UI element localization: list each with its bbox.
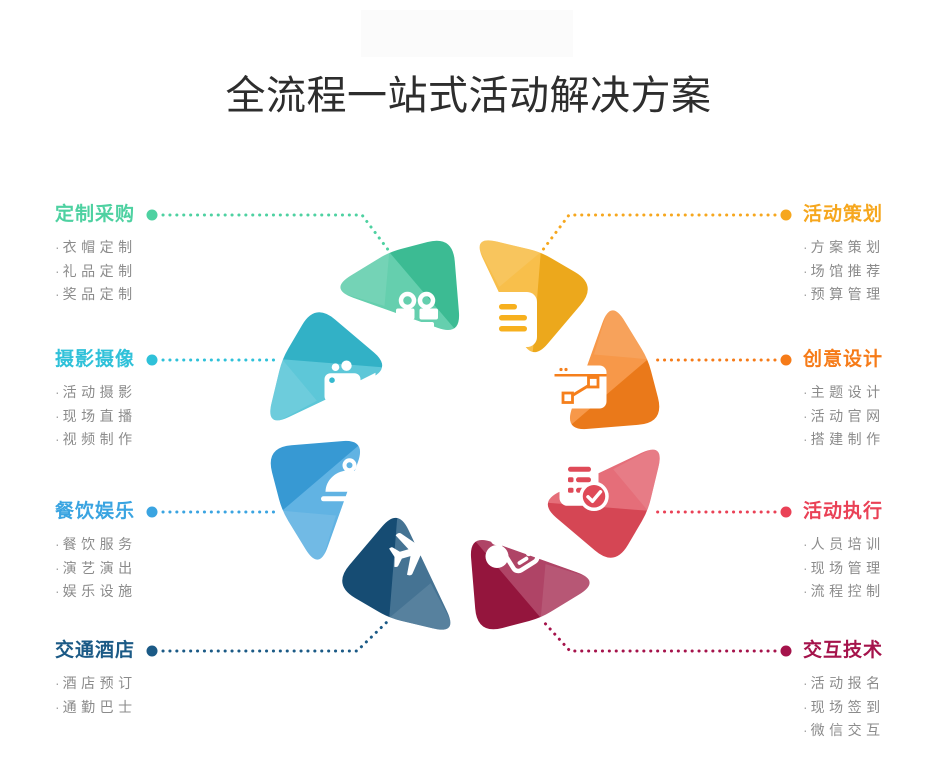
list-item: ·演艺演出 [55,559,137,576]
list-item: ·通勤巴士 [55,698,137,715]
bullet: · [55,559,60,576]
bullet: · [803,262,808,279]
bullet: · [55,286,60,302]
bullet: · [803,722,808,738]
category-catering-entertainment: 餐饮娱乐 ·餐饮服务 ·演艺演出 ·娱乐设施 [55,501,245,604]
list-item: ·方案策划 [803,239,885,255]
bullet: · [803,384,808,400]
connector-event-planning [540,213,777,253]
category-label: 活动执行 [803,501,884,522]
dot-transport-hotel [146,645,158,657]
list-item: ·场馆推荐 [803,262,885,279]
bullet: · [55,675,60,691]
list-item: ·活动官网 [803,407,885,424]
airplane-icon [389,532,444,576]
bullet: · [55,239,60,255]
food-cloche-icon [321,458,378,502]
dot-custom-procurement [146,209,158,221]
list-item: ·视频制作 [55,431,137,447]
dot-event-planning [780,209,792,221]
list-item: ·现场管理 [803,559,885,576]
document-icon [489,292,537,347]
dot-interactive-tech [780,645,792,657]
category-photography-video: 摄影摄像 ·活动摄影 ·现场直播 ·视频制作 [55,349,245,452]
list-item: ·娱乐设施 [55,583,137,599]
connector-interactive-tech [540,618,777,653]
list-item: ·流程控制 [803,583,885,599]
connector-custom-procurement [161,213,391,253]
category-label: 餐饮娱乐 [55,501,136,522]
bullet: · [55,262,60,279]
bullet: · [803,559,808,576]
bullet: · [55,384,60,400]
bullet: · [803,698,808,715]
connector-transport-hotel [161,618,391,653]
list-item: ·搭建制作 [803,431,885,447]
connector-lines [161,213,777,653]
list-item: ·人员培训 [803,536,885,552]
video-camera-icon [324,360,376,403]
list-item: ·现场签到 [803,698,885,715]
dot-catering [146,506,158,518]
bullet: · [803,536,808,552]
bullet: · [803,431,808,447]
dot-event-execution [780,506,792,518]
list-item: ·酒店预订 [55,675,137,691]
dot-creative-design [780,354,792,366]
list-item: ·预算管理 [803,286,885,302]
category-label: 摄影摄像 [55,349,136,370]
list-item: ·衣帽定制 [55,239,137,255]
category-interactive-tech: 交互技术 ·活动报名 ·现场签到 ·微信交互 [803,640,937,743]
category-event-planning: 活动策划 ·方案策划 ·场馆推荐 ·预算管理 [803,204,937,307]
checklist-icon [559,456,609,512]
list-item: ·现场直播 [55,407,137,424]
category-custom-procurement: 定制采购 ·衣帽定制 ·礼品定制 ·奖品定制 [55,204,245,307]
bullet: · [55,407,60,424]
list-item: ·奖品定制 [55,286,137,302]
list-item: ·活动报名 [803,675,885,691]
bullet: · [55,698,60,715]
top-watermark [361,10,573,57]
category-label: 定制采购 [55,204,136,225]
bullet: · [803,407,808,424]
bullet: · [803,286,808,302]
bullet: · [55,583,60,599]
category-event-execution: 活动执行 ·人员培训 ·现场管理 ·流程控制 [803,501,937,604]
category-label: 交互技术 [803,640,884,661]
list-item: ·餐饮服务 [55,536,137,552]
list-item: ·活动摄影 [55,384,137,400]
category-label: 活动策划 [803,204,884,225]
petal-gift [335,230,481,363]
bullet: · [55,536,60,552]
list-item: ·主题设计 [803,384,885,400]
list-item: ·礼品定制 [55,262,137,279]
category-creative-design: 创意设计 ·主题设计 ·活动官网 ·搭建制作 [803,349,937,452]
bullet: · [803,239,808,255]
dot-photography [146,354,158,366]
connector-dots [146,209,792,657]
phone-in-hand-icon [485,522,540,574]
design-window-icon [554,365,607,409]
bullet: · [803,675,808,691]
gift-icon [396,291,438,343]
bullet: · [803,583,808,599]
category-label: 创意设计 [803,349,884,370]
category-label: 交通酒店 [55,640,136,661]
list-item: ·微信交互 [803,722,885,738]
bullet: · [55,431,60,447]
category-transport-hotel: 交通酒店 ·酒店预订 ·通勤巴士 [55,640,245,719]
page-title: 全流程一站式活动解决方案 [225,74,712,118]
